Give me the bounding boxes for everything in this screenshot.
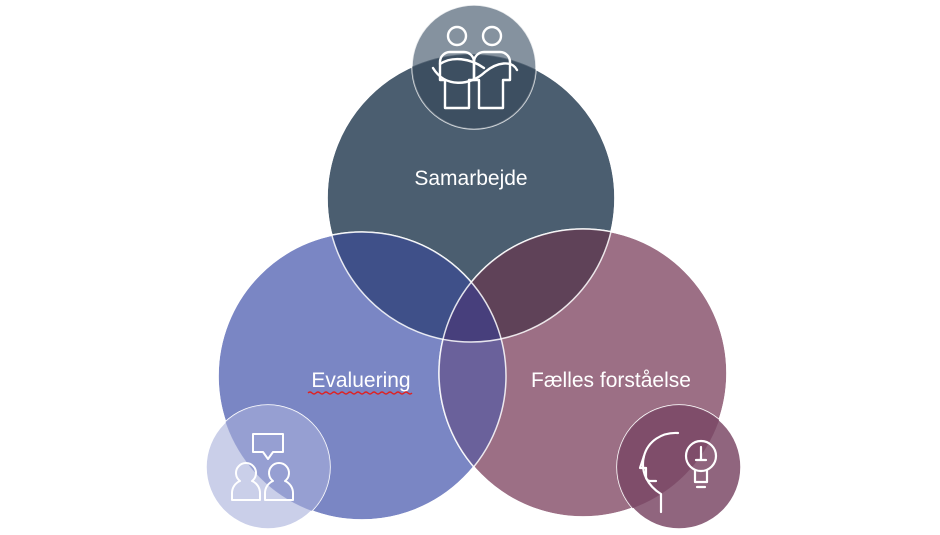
two-people-speech-bubble-icon xyxy=(231,433,294,501)
label-evaluering: Evaluering xyxy=(311,369,410,392)
outline-right xyxy=(438,228,728,518)
overlap-samarbejde-evaluering xyxy=(327,232,506,342)
label-samarbejde: Samarbejde xyxy=(414,167,527,190)
badge-faelles-forstaaelse xyxy=(616,404,742,530)
outline-left xyxy=(217,231,507,521)
two-people-arms-linked-icon xyxy=(431,25,519,110)
overlap-samarbejde-faelles xyxy=(439,229,615,342)
spellcheck-underline xyxy=(307,391,413,395)
head-lightbulb-icon xyxy=(638,431,718,514)
badge-samarbejde xyxy=(411,4,537,130)
label-faelles-forstaaelse: Fælles forståelse xyxy=(531,369,691,392)
badge-evaluering xyxy=(205,404,331,530)
